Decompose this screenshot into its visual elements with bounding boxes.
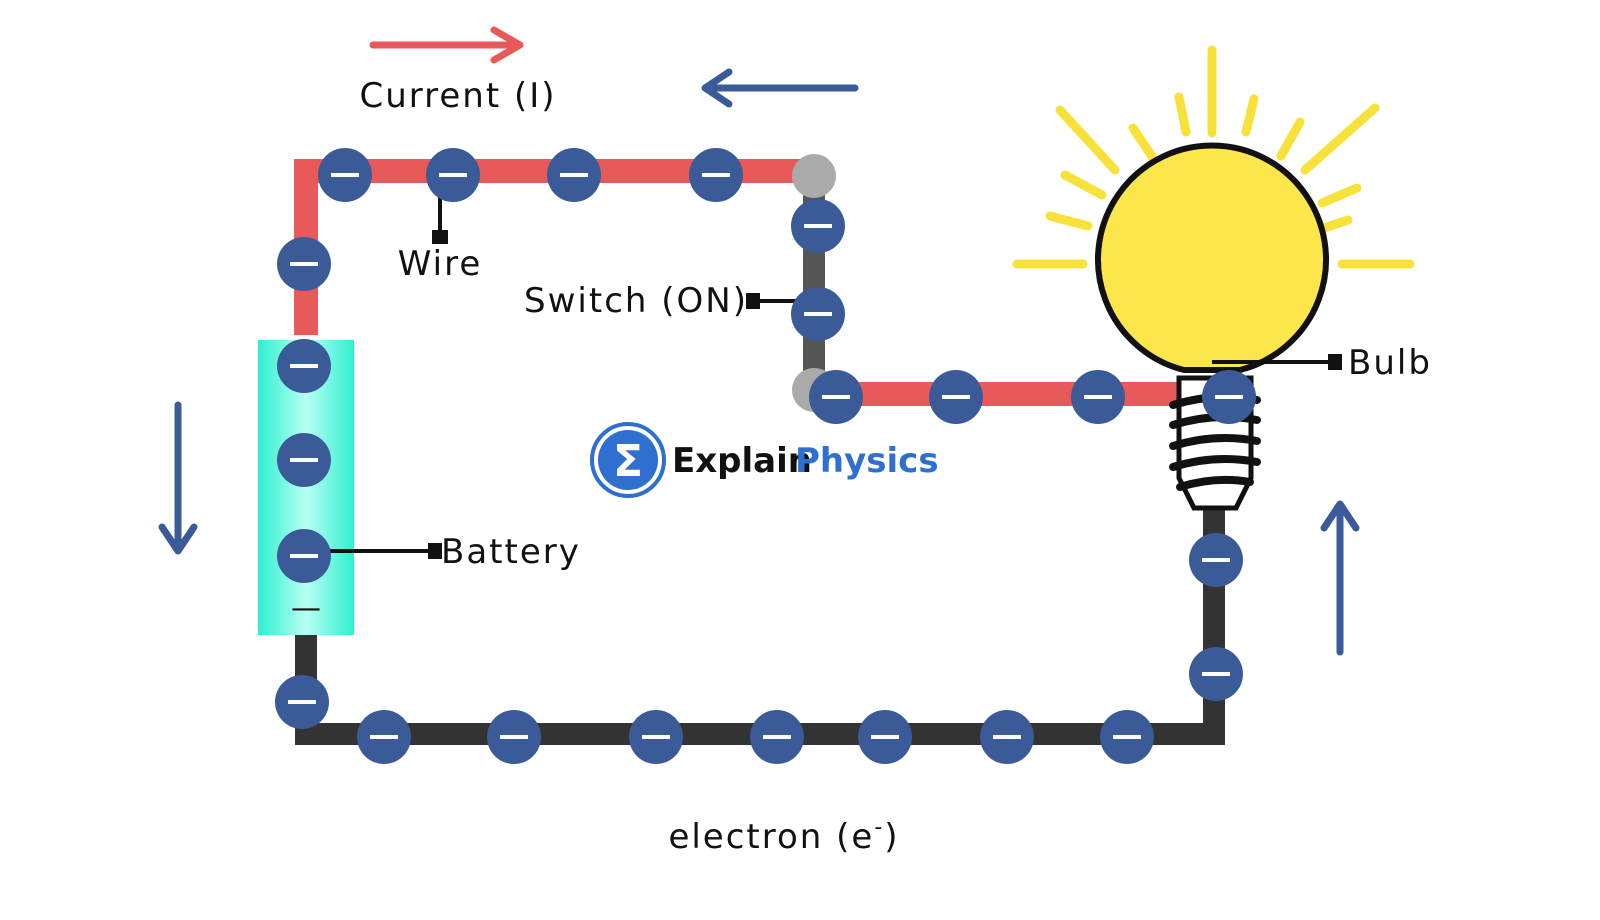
electron	[1189, 533, 1243, 587]
electron	[547, 148, 601, 202]
electron	[809, 370, 863, 424]
electron	[1100, 710, 1154, 764]
electron	[689, 148, 743, 202]
brand-word-explain: Explain	[672, 441, 812, 481]
bulb-rays	[1012, 45, 1415, 269]
electron-flow-arrow-right	[1320, 500, 1360, 656]
electrons	[275, 148, 1256, 764]
electron	[750, 710, 804, 764]
battery-label: Battery	[441, 532, 581, 572]
current-label: Current (I)	[359, 76, 556, 116]
electron	[426, 148, 480, 202]
electron	[277, 433, 331, 487]
electron-label: electron (e-)	[668, 815, 899, 857]
electron	[487, 710, 541, 764]
electron	[1071, 370, 1125, 424]
electron	[275, 675, 329, 729]
electron	[791, 199, 845, 253]
brand-logo: Σ Explain Physics	[590, 422, 939, 498]
electron	[277, 339, 331, 393]
switch-label: Switch (ON)	[524, 281, 748, 321]
electron-flow-arrow-top	[701, 68, 859, 108]
electron	[277, 237, 331, 291]
electron	[1189, 647, 1243, 701]
electron-flow-arrow-left	[158, 401, 198, 555]
brand-logo-circle	[598, 430, 658, 490]
electron	[318, 148, 372, 202]
wire-label: Wire	[398, 244, 482, 284]
switch-pivot-top	[792, 154, 836, 198]
electron	[980, 710, 1034, 764]
brand-word-physics: Physics	[795, 441, 939, 481]
electron	[277, 529, 331, 583]
electron	[791, 287, 845, 341]
bulb-label: Bulb	[1348, 343, 1432, 383]
electron	[1202, 370, 1256, 424]
bulb	[1095, 142, 1329, 511]
bulb-glass	[1095, 142, 1329, 373]
electron	[929, 370, 983, 424]
electron	[858, 710, 912, 764]
electron	[357, 710, 411, 764]
battery-negative-terminal: —	[291, 591, 321, 626]
electron	[629, 710, 683, 764]
current-arrow	[369, 26, 524, 64]
brand-sigma-icon: Σ	[613, 436, 643, 487]
